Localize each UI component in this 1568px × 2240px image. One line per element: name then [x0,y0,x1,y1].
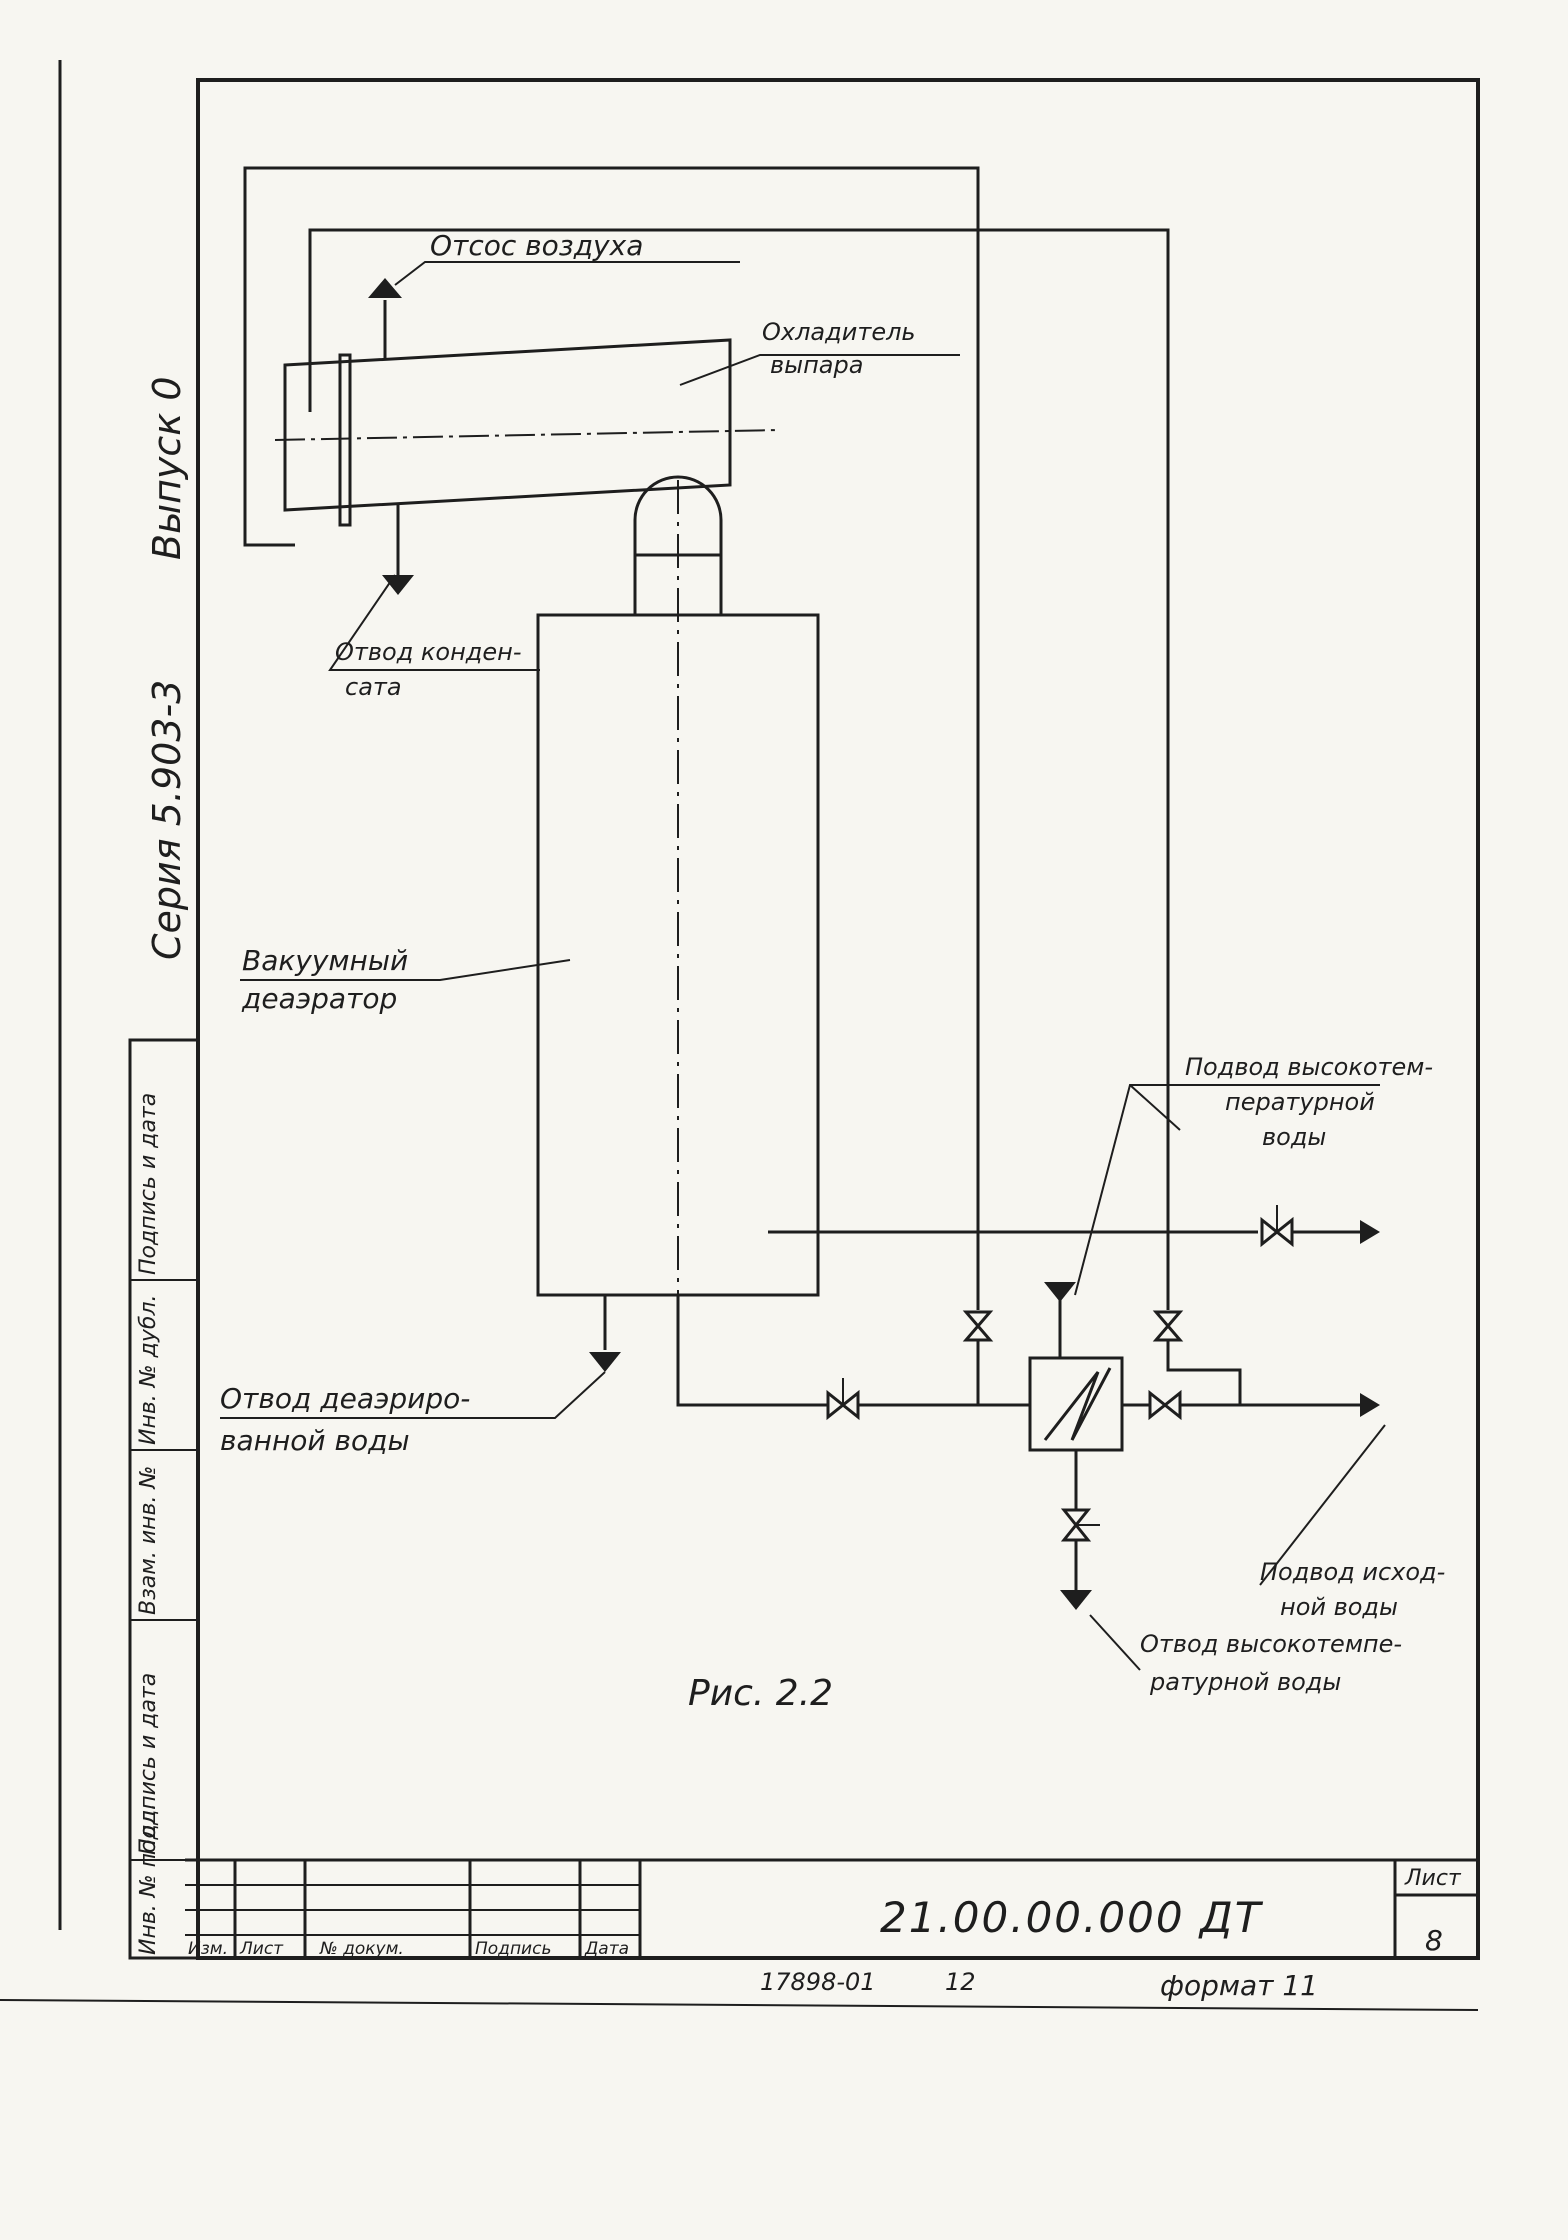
series-label: Серия 5.903-3 [145,680,189,960]
copy-number: 12 [945,1968,976,1996]
label-deaerated-drain-1: Отвод деаэриро- [220,1382,470,1415]
stamp-field-2: Подпись и дата [136,1673,161,1855]
figure-caption: Рис. 2.2 [688,1673,833,1714]
column-sheet: Лист [239,1939,284,1959]
footer: 17898-01 12 формат 11 [760,1968,1318,2002]
stamp-field-3: Взам. инв. № [136,1466,161,1615]
order-number: 17898-01 [760,1968,876,1996]
label-deaerated-drain-2: ванной воды [220,1424,410,1457]
label-vapor-cooler-2: выпара [770,351,863,379]
label-hot-water-supply-2: пературной [1225,1088,1375,1116]
label-source-water-2: ной воды [1280,1593,1398,1621]
label-hot-water-drain-2: ратурной воды [1149,1668,1341,1696]
diagram-labels: Отсос воздуха Охладитель выпара Отвод ко… [220,229,1445,1714]
label-vacuum-deaerator-1: Вакуумный [242,944,408,977]
column-doc-number: № докум. [319,1939,404,1959]
label-vapor-cooler-1: Охладитель [762,318,916,346]
label-source-water-1: Подвод исход- [1260,1558,1445,1586]
issue-label: Выпуск 0 [145,376,189,560]
piping-network [243,166,1380,1610]
stamp-field-4: Инв. № дубл. [136,1294,161,1445]
column-date: Дата [584,1939,629,1959]
sheet-frame [0,60,1480,2011]
label-air-suction: Отсос воздуха [430,229,643,262]
label-hot-water-supply-3: воды [1262,1123,1326,1151]
stamp-field-5: Подпись и дата [136,1093,161,1275]
format-label: формат 11 [1160,1969,1318,2002]
label-condensate-drain-1: Отвод конден- [335,638,522,666]
sheet-label: Лист [1404,1866,1462,1891]
stamp-field-1: Инв. № подл. [136,1803,161,1955]
label-hot-water-drain-1: Отвод высокотемпе- [1140,1630,1402,1658]
margin-stamp: Инв. № подл. Подпись и дата Взам. инв. №… [128,376,200,1960]
title-block: Изм. Лист № докум. Подпись Дата 21.00.00… [185,1858,1478,1959]
column-signature: Подпись [475,1939,551,1959]
sheet-number: 8 [1425,1924,1445,1957]
column-change: Изм. [188,1939,228,1959]
label-hot-water-supply-1: Подвод высокотем- [1185,1053,1433,1081]
label-vacuum-deaerator-2: деаэратор [241,982,397,1015]
label-condensate-drain-2: сата [345,673,402,701]
leader-lines [220,261,1386,1671]
document-code: 21.00.00.000 ДТ [880,1893,1264,1942]
